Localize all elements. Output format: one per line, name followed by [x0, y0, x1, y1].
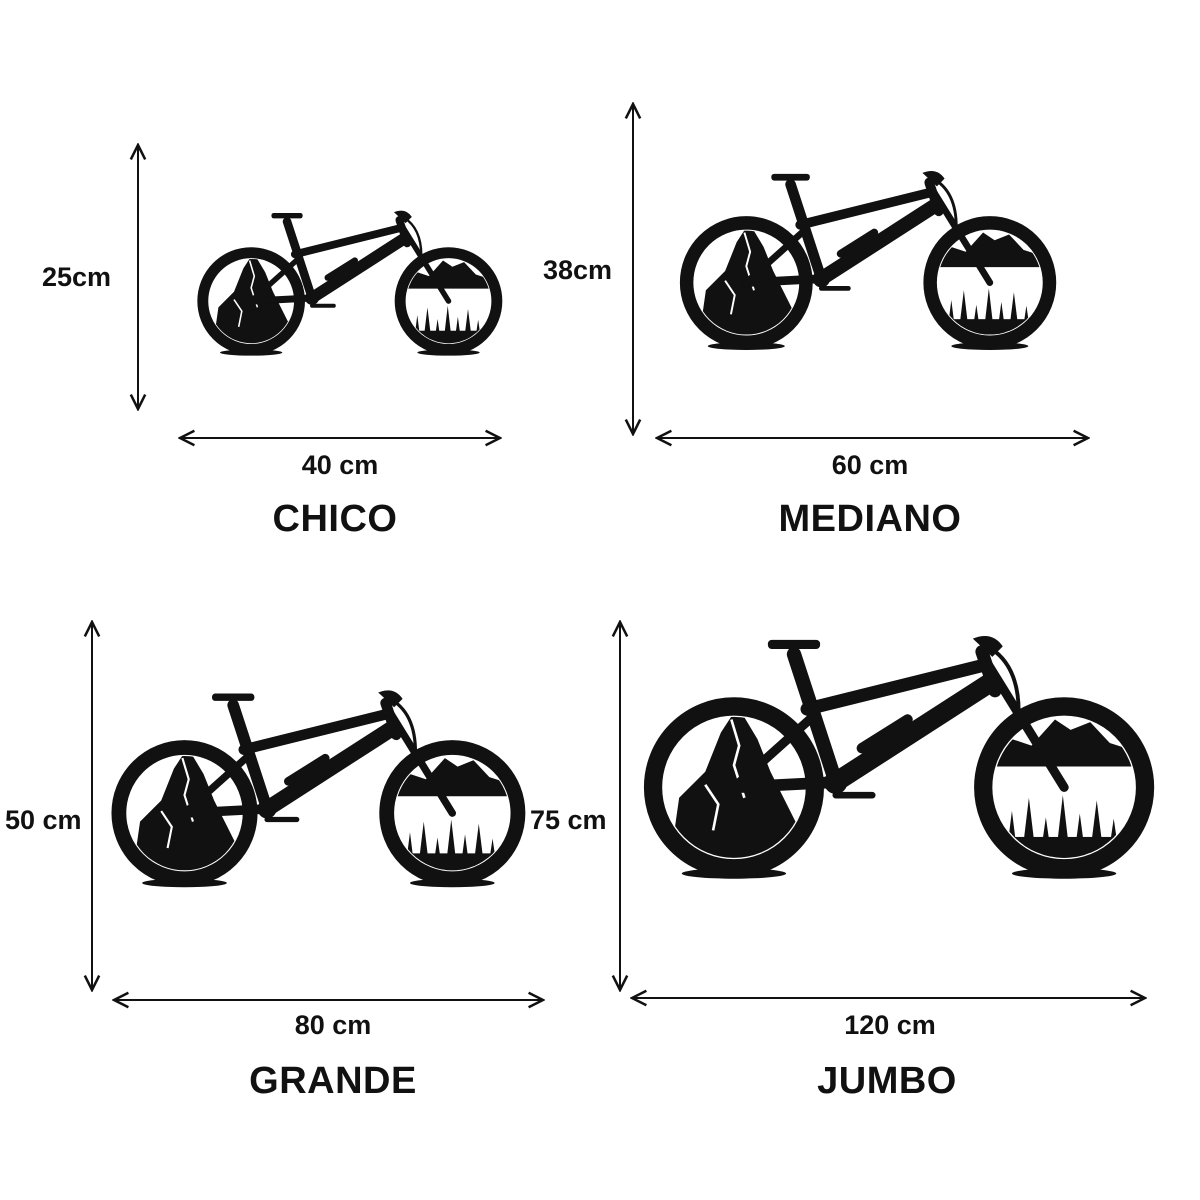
- size-name: GRANDE: [249, 1060, 417, 1102]
- width-label: 60 cm: [831, 450, 909, 480]
- size-name: JUMBO: [817, 1060, 957, 1102]
- width-arrow: [655, 430, 1090, 446]
- width-arrow: [178, 430, 502, 446]
- size-name: MEDIANO: [778, 498, 962, 540]
- width-label: 120 cm: [844, 1010, 936, 1040]
- height-label: 75 cm: [530, 805, 607, 835]
- height-label: 50 cm: [5, 805, 82, 835]
- width-label: 80 cm: [294, 1010, 372, 1040]
- bike-silhouette-image: [195, 205, 507, 380]
- width-arrow: [112, 992, 545, 1008]
- height-label: 38cm: [543, 255, 613, 285]
- width-label: 40 cm: [301, 450, 379, 480]
- height-label: 25cm: [42, 262, 112, 292]
- height-arrow: [84, 620, 100, 992]
- width-arrow: [630, 990, 1147, 1006]
- height-arrow: [612, 620, 628, 992]
- size-name: CHICO: [272, 498, 398, 540]
- height-arrow: [625, 102, 641, 436]
- bike-silhouette-image: [640, 628, 1162, 918]
- height-arrow: [130, 143, 146, 411]
- bike-silhouette-image: [108, 684, 532, 919]
- bike-silhouette-image: [677, 165, 1062, 379]
